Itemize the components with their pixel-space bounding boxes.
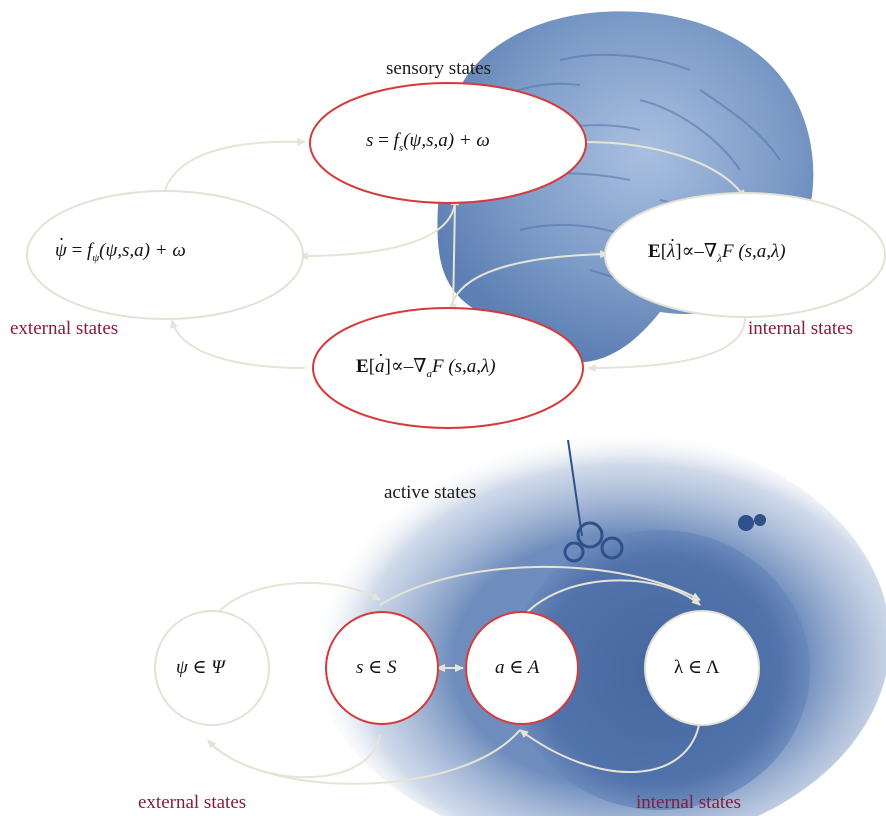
node-internal-top: [604, 192, 886, 318]
label-internal-states-top: internal states: [748, 318, 853, 339]
equation-internal: E[λ]∝–∇λF (s,a,λ): [648, 230, 786, 265]
label-sensory-states: sensory states: [386, 58, 492, 79]
node-text-internal: λ ∈ Λ: [674, 657, 720, 678]
node-text-active: a ∈ A: [495, 657, 540, 678]
node-active-bottom: [465, 611, 579, 725]
label-active-states: active states: [384, 482, 477, 503]
equation-external: ψ = fψ(ψ,s,a) + ω: [55, 229, 186, 264]
node-internal-bottom: [644, 610, 760, 726]
label-external-states-top: external states: [10, 318, 119, 339]
equation-sensory: s = fs(ψ,s,a) + ω: [366, 130, 490, 154]
node-sensory-bottom: [325, 611, 439, 725]
label-internal-states-bottom: internal states: [636, 792, 741, 813]
node-external-bottom: [154, 610, 270, 726]
node-external-top: [26, 190, 304, 320]
node-active-top: [312, 307, 584, 429]
node-sensory-top: [309, 82, 587, 204]
bottom-arrows: [207, 565, 701, 785]
node-text-external: ψ ∈ Ψ: [176, 657, 225, 678]
node-text-sensory: s ∈ S: [356, 657, 397, 678]
top-arrows: [164, 137, 746, 372]
label-external-states-bottom: external states: [138, 792, 247, 813]
equation-active: E[a]∝–∇aF (s,a,λ): [356, 345, 496, 380]
